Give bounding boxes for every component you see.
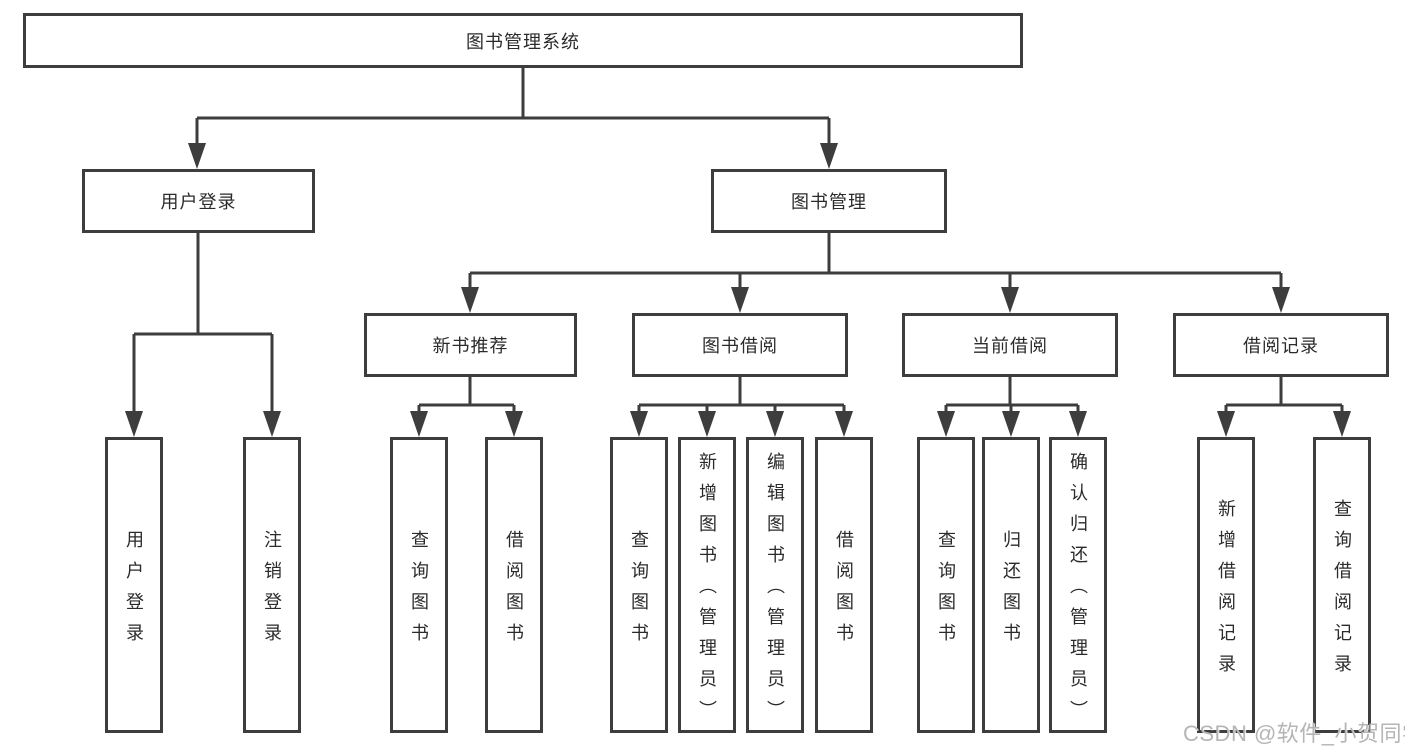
leaf-edit-books-admin: 编辑图书（管理员）	[746, 437, 804, 733]
leaf-confirm-return-admin: 确认归还（管理员）	[1049, 437, 1107, 733]
leaf-query-books-current: 查询图书	[917, 437, 975, 733]
leaf-add-borrow-record-label: 新增借阅记录	[1216, 498, 1236, 685]
arrow-icon	[1333, 411, 1351, 437]
watermark: CSDN @软件_小贺同学	[1183, 721, 1405, 746]
leaf-query-books-recommend-label: 查询图书	[409, 529, 429, 654]
leaf-add-books-admin-label: 新增图书（管理员）	[697, 452, 717, 731]
leaf-query-borrow-record-label: 查询借阅记录	[1332, 498, 1352, 685]
node-book-management: 图书管理	[711, 169, 947, 233]
arrow-icon	[820, 143, 838, 169]
node-book-borrow: 图书借阅	[632, 313, 848, 377]
leaf-query-books-current-label: 查询图书	[936, 529, 956, 654]
leaf-borrow-books-recommend-label: 借阅图书	[504, 529, 524, 654]
arrow-icon	[766, 411, 784, 437]
node-user-login: 用户登录	[82, 169, 315, 233]
leaf-borrow-books-label: 借阅图书	[834, 529, 854, 654]
leaf-edit-books-admin-label: 编辑图书（管理员）	[765, 452, 785, 731]
node-current-borrow-label: 当前借阅	[972, 336, 1048, 356]
leaf-return-books-label: 归还图书	[1001, 529, 1021, 654]
leaf-query-borrow-record: 查询借阅记录	[1313, 437, 1371, 733]
node-borrow-records: 借阅记录	[1173, 313, 1389, 377]
arrow-icon	[410, 411, 428, 437]
arrow-icon	[835, 411, 853, 437]
leaf-return-books: 归还图书	[982, 437, 1040, 733]
arrow-icon	[1002, 411, 1020, 437]
leaf-borrow-books-recommend: 借阅图书	[485, 437, 543, 733]
leaf-query-books-recommend: 查询图书	[390, 437, 448, 733]
node-new-book-recommend: 新书推荐	[364, 313, 577, 377]
arrow-icon	[125, 411, 143, 437]
leaf-borrow-books: 借阅图书	[815, 437, 873, 733]
arrow-icon	[731, 287, 749, 313]
leaf-add-books-admin: 新增图书（管理员）	[678, 437, 736, 733]
node-borrow-records-label: 借阅记录	[1243, 336, 1319, 356]
node-current-borrow: 当前借阅	[902, 313, 1118, 377]
arrow-icon	[1272, 287, 1290, 313]
leaf-user-login-label: 用户登录	[124, 529, 144, 654]
node-user-login-label: 用户登录	[160, 192, 237, 212]
arrow-icon	[1217, 411, 1235, 437]
leaf-logout: 注销登录	[243, 437, 301, 733]
leaf-user-login: 用户登录	[105, 437, 163, 733]
arrow-icon	[263, 411, 281, 437]
arrow-icon	[461, 287, 479, 313]
arrow-icon	[937, 411, 955, 437]
node-book-borrow-label: 图书借阅	[702, 336, 778, 356]
node-root-label: 图书管理系统	[466, 31, 580, 52]
arrow-icon	[630, 411, 648, 437]
node-root: 图书管理系统	[23, 13, 1023, 68]
arrow-icon	[1069, 411, 1087, 437]
arrow-icon	[1001, 287, 1019, 313]
leaf-logout-label: 注销登录	[262, 529, 282, 654]
arrow-icon	[698, 411, 716, 437]
leaf-query-books-borrow-label: 查询图书	[629, 529, 649, 654]
arrow-icon	[188, 143, 206, 169]
node-book-management-label: 图书管理	[791, 192, 867, 212]
leaf-query-books-borrow: 查询图书	[610, 437, 668, 733]
node-new-book-recommend-label: 新书推荐	[432, 336, 509, 356]
leaf-add-borrow-record: 新增借阅记录	[1197, 437, 1255, 733]
leaf-confirm-return-admin-label: 确认归还（管理员）	[1068, 452, 1088, 731]
arrow-icon	[505, 411, 523, 437]
arrowheads	[125, 143, 1351, 437]
